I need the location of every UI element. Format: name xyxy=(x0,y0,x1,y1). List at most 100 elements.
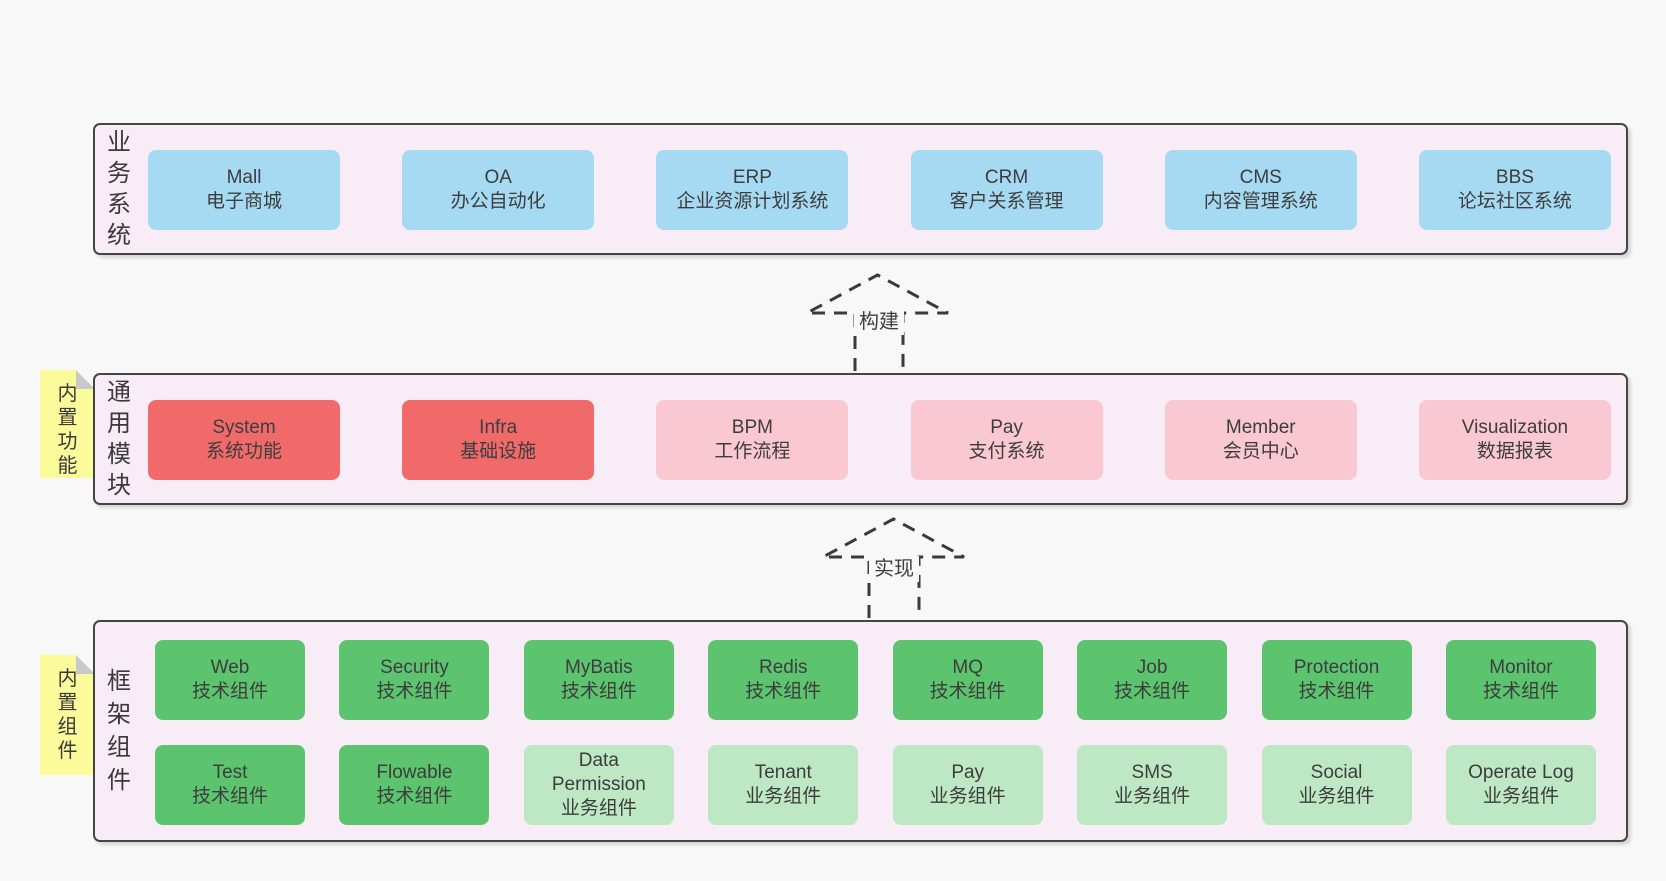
layer-business-systems: 业务系统 Mall 电子商城 OA 办公自动化 ERP 企业资源计划系统 CRM… xyxy=(93,123,1628,255)
box-name: ERP xyxy=(732,167,772,188)
box-desc: 会员中心 xyxy=(1222,441,1299,462)
box-name: BPM xyxy=(731,417,773,438)
box-oa: OA 办公自动化 xyxy=(402,150,595,230)
box-desc: 技术组件 xyxy=(1298,681,1375,702)
box-security: Security 技术组件 xyxy=(339,640,490,720)
sticky-note-label: 内置组件 xyxy=(57,668,78,762)
box-name: Pay xyxy=(990,417,1023,438)
components-box-row-1: Web 技术组件 Security 技术组件 MyBatis 技术组件 Redi… xyxy=(155,640,1596,720)
box-desc: 支付系统 xyxy=(968,441,1045,462)
layer-framework-components: 框架组件 Web 技术组件 Security 技术组件 MyBatis 技术组件… xyxy=(93,620,1628,842)
box-desc: 论坛社区系统 xyxy=(1457,191,1572,212)
box-desc: 业务组件 xyxy=(745,786,822,807)
box-test: Test 技术组件 xyxy=(155,745,305,825)
box-name: Tenant xyxy=(754,762,812,783)
box-mall: Mall 电子商城 xyxy=(148,150,340,230)
box-name: Test xyxy=(212,762,248,783)
box-name: Data Permission xyxy=(551,750,646,795)
box-desc: 业务组件 xyxy=(1482,786,1559,807)
box-desc: 数据报表 xyxy=(1476,441,1553,462)
box-bpm: BPM 工作流程 xyxy=(656,400,849,480)
box-desc: 技术组件 xyxy=(1114,681,1191,702)
box-sms: SMS 业务组件 xyxy=(1077,745,1228,825)
layer-side-label: 框架组件 xyxy=(107,668,131,794)
box-mq: MQ 技术组件 xyxy=(892,640,1043,720)
box-desc: 客户关系管理 xyxy=(949,191,1064,212)
box-desc: 企业资源计划系统 xyxy=(676,191,829,212)
box-name: Social xyxy=(1310,762,1363,783)
business-box-row: Mall 电子商城 OA 办公自动化 ERP 企业资源计划系统 CRM 客户关系… xyxy=(148,150,1611,230)
box-monitor: Monitor 技术组件 xyxy=(1445,640,1596,720)
box-job: Job 技术组件 xyxy=(1077,640,1228,720)
box-desc: 内容管理系统 xyxy=(1203,191,1318,212)
layer-common-modules: 通用模块 System 系统功能 Infra 基础设施 BPM 工作流程 Pay… xyxy=(93,373,1628,505)
dashed-up-arrow-implement-icon xyxy=(822,517,965,618)
box-desc: 业务组件 xyxy=(560,798,637,819)
box-pay-component: Pay 业务组件 xyxy=(892,745,1043,825)
layer-side-label: 业务系统 xyxy=(107,129,131,249)
box-infra: Infra 基础设施 xyxy=(402,400,595,480)
box-desc: 工作流程 xyxy=(714,441,791,462)
box-desc: 技术组件 xyxy=(1482,681,1559,702)
box-desc: 技术组件 xyxy=(560,681,637,702)
box-system: System 系统功能 xyxy=(148,400,340,480)
box-cms: CMS 内容管理系统 xyxy=(1164,150,1357,230)
box-pay-system: Pay 支付系统 xyxy=(910,400,1103,480)
sticky-note-label: 内置功能 xyxy=(57,383,78,477)
box-bbs: BBS 论坛社区系统 xyxy=(1418,150,1611,230)
sticky-note-built-in-components: 内置组件 xyxy=(40,655,95,775)
box-name: Monitor xyxy=(1489,657,1553,678)
box-name: CRM xyxy=(984,167,1029,188)
box-name: Infra xyxy=(479,417,518,438)
box-name: Security xyxy=(380,657,449,678)
box-name: Operate Log xyxy=(1468,762,1574,783)
box-desc: 业务组件 xyxy=(1298,786,1375,807)
box-flowable: Flowable 技术组件 xyxy=(339,745,490,825)
box-desc: 办公自动化 xyxy=(450,191,546,212)
box-visualization: Visualization 数据报表 xyxy=(1418,400,1611,480)
box-name: Mall xyxy=(226,167,262,188)
box-name: MQ xyxy=(952,657,983,678)
box-name: Flowable xyxy=(376,762,453,783)
arrow-build-label: 构建 xyxy=(854,309,904,335)
modules-box-row: System 系统功能 Infra 基础设施 BPM 工作流程 Pay 支付系统… xyxy=(148,400,1611,480)
box-name: CMS xyxy=(1239,167,1282,188)
box-erp: ERP 企业资源计划系统 xyxy=(656,150,849,230)
box-name: SMS xyxy=(1131,762,1173,783)
box-tenant: Tenant 业务组件 xyxy=(708,745,859,825)
box-redis: Redis 技术组件 xyxy=(708,640,859,720)
box-desc: 技术组件 xyxy=(191,681,268,702)
components-box-row-2: Test 技术组件 Flowable 技术组件 Data Permission … xyxy=(155,745,1596,825)
box-name: Web xyxy=(210,657,250,678)
box-desc: 技术组件 xyxy=(376,681,453,702)
box-desc: 电子商城 xyxy=(205,191,282,212)
box-web: Web 技术组件 xyxy=(155,640,305,720)
layer-side-label: 通用模块 xyxy=(107,379,131,499)
box-desc: 技术组件 xyxy=(376,786,453,807)
box-name: OA xyxy=(484,167,512,188)
box-name: MyBatis xyxy=(565,657,633,678)
box-name: BBS xyxy=(1495,167,1534,188)
box-desc: 系统功能 xyxy=(205,441,282,462)
box-name: Protection xyxy=(1293,657,1380,678)
box-desc: 基础设施 xyxy=(460,441,537,462)
box-name: Member xyxy=(1225,417,1296,438)
box-social: Social 业务组件 xyxy=(1261,745,1412,825)
box-name: Redis xyxy=(758,657,808,678)
box-crm: CRM 客户关系管理 xyxy=(910,150,1103,230)
arrow-implement-label: 实现 xyxy=(869,556,919,582)
box-desc: 业务组件 xyxy=(1114,786,1191,807)
box-operate-log: Operate Log 业务组件 xyxy=(1445,745,1596,825)
box-desc: 技术组件 xyxy=(191,786,268,807)
box-desc: 技术组件 xyxy=(745,681,822,702)
box-desc: 业务组件 xyxy=(929,786,1006,807)
box-name: Pay xyxy=(951,762,985,783)
sticky-note-built-in-features: 内置功能 xyxy=(40,370,95,478)
box-protection: Protection 技术组件 xyxy=(1261,640,1412,720)
box-name: Visualization xyxy=(1461,417,1569,438)
box-desc: 技术组件 xyxy=(929,681,1006,702)
box-data-permission: Data Permission 业务组件 xyxy=(523,745,674,825)
box-member: Member 会员中心 xyxy=(1164,400,1357,480)
box-name: System xyxy=(212,417,276,438)
